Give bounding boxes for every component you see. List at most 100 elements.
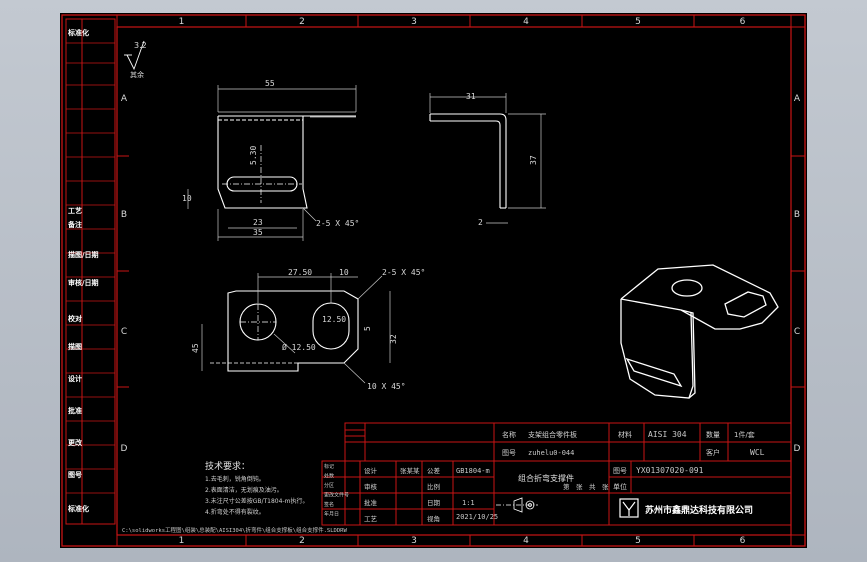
dim-top-dist1: 27.50 xyxy=(288,268,312,277)
tech-req-line: 1.去毛刺，锐角倒钝。 xyxy=(205,475,265,483)
tb-rev-header: 更改文件号 xyxy=(324,492,349,499)
strip-label: 图号 xyxy=(68,470,82,479)
roughness-symbol: 3.2 其余 xyxy=(124,40,147,79)
roughness-note: 其余 xyxy=(130,70,144,79)
grid-col-label: 3 xyxy=(411,17,417,27)
grid-col-label: 2 xyxy=(299,536,305,546)
grid-col-label: 4 xyxy=(523,536,529,546)
strip-label: 审核/日期 xyxy=(68,278,99,287)
grid-col-label: 5 xyxy=(635,536,641,546)
tb-cell: 工艺 xyxy=(364,515,378,523)
tb-qty: 1件/套 xyxy=(734,430,755,439)
grid-col-label: 6 xyxy=(740,17,746,27)
grid-col-label: 4 xyxy=(523,17,529,27)
grid-row-label: A xyxy=(121,94,128,104)
tb-cell: 视角 xyxy=(427,514,440,523)
roughness-value: 3.2 xyxy=(134,41,147,50)
strip-label: 校对 xyxy=(68,314,82,323)
strip-label: 更改 xyxy=(68,438,83,447)
tb-scale: 1:1 xyxy=(462,499,475,507)
side-view-dims xyxy=(429,93,546,224)
grid-col-label: 1 xyxy=(179,17,185,27)
tech-requirements: 技术要求： 1.去毛刺，锐角倒钝。 2.表面清洁，无划痕及油污。 3.未注尺寸公… xyxy=(205,460,308,516)
grid-row-label: A xyxy=(794,94,801,104)
tb-rev-header: 签名 xyxy=(324,501,334,508)
tb-drawing-no: zuhelu0-044 xyxy=(528,449,574,457)
tech-req-title: 技术要求： xyxy=(205,460,250,472)
dim-top-height: 32 xyxy=(389,334,398,344)
grid-row-label: C xyxy=(794,327,800,337)
dim-front-slot-len: 23 xyxy=(253,218,263,227)
grid-row-label: C xyxy=(121,327,127,337)
front-view[interactable] xyxy=(217,111,356,209)
strip-label: 标准化 xyxy=(67,28,89,37)
tech-req-line: 3.未注尺寸公差按GB/T1804-m执行。 xyxy=(205,497,308,505)
dim-top-width: 45 xyxy=(191,343,200,353)
tb-tolerance: GB1804-m xyxy=(456,467,490,475)
dim-front-chamfer: 2-5 X 45° xyxy=(316,219,359,228)
dim-top-hole: Ø 12.50 xyxy=(282,342,316,352)
strip-label: 标准化 xyxy=(67,504,89,513)
grid-col-label: 1 xyxy=(179,536,185,546)
left-strip xyxy=(65,18,116,525)
isometric-view[interactable] xyxy=(620,264,779,399)
iso-hole xyxy=(671,279,703,297)
strip-label: 描图 xyxy=(68,342,82,351)
tb-material-label: 材料 xyxy=(618,430,632,439)
strip-label: 描图/日期 xyxy=(68,250,99,259)
tb-sheet-mark: 张 xyxy=(576,482,583,491)
dim-side-height: 37 xyxy=(529,155,538,165)
tb-cell: 设计 xyxy=(364,466,378,475)
outer-frame xyxy=(61,14,806,547)
grid-row-label: D xyxy=(121,444,128,454)
top-slot xyxy=(312,302,350,350)
grid-row-label: B xyxy=(794,210,800,220)
tb-rev-header: 标记 xyxy=(324,463,334,470)
tb-doc-no: YX01307020-091 xyxy=(636,466,704,475)
grid-row-label: D xyxy=(794,444,801,454)
tb-rev-header: 年月日 xyxy=(324,511,339,518)
strip-label: 备注 xyxy=(67,220,82,229)
grid-col-label: 2 xyxy=(299,17,305,27)
tb-date: 2021/10/25 xyxy=(456,513,498,521)
footer-path: C:\solidworks工程图\组装\总装配\AISI304\折弯件\组合支撑… xyxy=(122,526,347,534)
tech-req-line: 2.表面清洁，无划痕及油污。 xyxy=(205,486,283,494)
title-block-text: 名称 支架组合零件板 图号 zuhelu0-044 材料 AISI 304 数量… xyxy=(456,430,765,521)
dim-front-base: 35 xyxy=(253,228,263,237)
projection-symbol-icon xyxy=(496,497,538,513)
tb-material: AISI 304 xyxy=(648,430,687,439)
dim-side-thickness: 2 xyxy=(478,218,483,227)
iso-slot xyxy=(724,291,767,318)
company-logo-icon xyxy=(619,498,639,518)
strip-label: 设计 xyxy=(68,374,82,383)
title-block xyxy=(321,422,792,526)
grid-col-label: 5 xyxy=(635,17,641,27)
tb-cell: 审核 xyxy=(364,482,378,491)
tb-company: 苏州市鑫鼎达科技有限公司 xyxy=(645,504,753,516)
tb-cell: 批准 xyxy=(364,498,378,507)
tb-client: WCL xyxy=(750,448,765,457)
tb-drawing-label: 图号 xyxy=(502,449,516,457)
tb-cell: 张某某 xyxy=(400,466,420,475)
top-view-dims xyxy=(201,273,391,384)
strip-label: 工艺 xyxy=(68,206,82,215)
tb-cell: 比例 xyxy=(427,482,440,491)
dim-front-height: 5.30 xyxy=(249,146,258,165)
front-view-dims xyxy=(187,85,357,241)
inner-frame xyxy=(116,26,792,536)
tb-client-label: 客户 xyxy=(706,448,720,457)
tb-rev-header: 分区 xyxy=(324,482,334,489)
grid-row-label: B xyxy=(121,210,127,220)
grid-col-label: 6 xyxy=(740,536,746,546)
tech-req-line: 4.折弯处不得有裂纹。 xyxy=(205,508,265,516)
top-view[interactable] xyxy=(210,284,359,372)
dim-top-dist2: 10 xyxy=(339,268,349,277)
dim-top-chamfer: 2-5 X 45° xyxy=(382,268,425,277)
side-view[interactable] xyxy=(429,113,507,209)
tb-product-label: 名称 xyxy=(502,430,516,439)
dim-top-slot-w: 5 xyxy=(363,326,372,331)
tb-part-name: 组合折弯支撑件 xyxy=(518,473,574,483)
tb-sheet-mark: 张 xyxy=(602,482,609,491)
